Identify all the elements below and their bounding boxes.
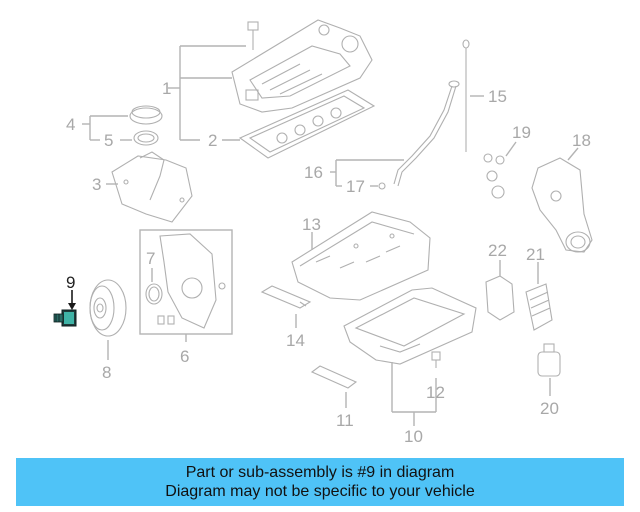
callout-22[interactable]: 22 — [488, 241, 507, 260]
callout-17[interactable]: 17 — [346, 177, 365, 196]
callout-12[interactable]: 12 — [426, 383, 445, 402]
callout-4[interactable]: 4 — [66, 115, 75, 134]
callout-2[interactable]: 2 — [208, 131, 217, 150]
callout-9[interactable]: 9 — [66, 273, 75, 292]
callout-8[interactable]: 8 — [102, 363, 111, 382]
callout-11[interactable]: 11 — [336, 411, 354, 430]
banner-line-1: Part or sub-assembly is #9 in diagram — [185, 464, 455, 481]
part-12-drain-plug — [431, 351, 441, 368]
part-6-lower-cover — [157, 233, 226, 329]
callout-13[interactable]: 13 — [302, 215, 321, 234]
leader-19 — [505, 141, 517, 157]
part-11-sealant — [310, 365, 358, 389]
part-21-filter — [525, 283, 553, 331]
callout-19[interactable]: 19 — [512, 123, 531, 142]
part-2-gasket — [238, 89, 376, 159]
callout-1[interactable]: 1 — [162, 79, 171, 98]
part-16-guide-tube — [393, 80, 460, 187]
callout-3[interactable]: 3 — [92, 175, 101, 194]
part-8-pulley — [89, 279, 127, 337]
part-1-bolt — [247, 21, 259, 50]
part-10-oil-pan — [343, 287, 477, 365]
callout-18[interactable]: 18 — [572, 131, 591, 150]
part-14-sealant — [260, 285, 312, 309]
leader-1-2 — [168, 45, 246, 141]
info-banner: Part or sub-assembly is #9 in diagram Di… — [16, 458, 624, 506]
part-5-seal — [133, 130, 159, 146]
part-18-filter-housing — [531, 157, 593, 253]
part-1-valve-cover — [231, 19, 373, 113]
leader-4-5 — [82, 115, 132, 141]
part-7-seal — [145, 283, 163, 305]
callout-16[interactable]: 16 — [304, 163, 323, 182]
part-19-orings — [483, 153, 505, 199]
leader-10-12 — [391, 362, 437, 426]
callout-6[interactable]: 6 — [180, 347, 189, 366]
part-22-bracket — [485, 275, 515, 321]
callout-20[interactable]: 20 — [540, 399, 559, 418]
callout-21[interactable]: 21 — [526, 245, 545, 264]
part-17-clip — [378, 182, 386, 190]
part-9-bolt — [53, 290, 77, 327]
callout-10[interactable]: 10 — [404, 427, 423, 446]
callout-7[interactable]: 7 — [146, 249, 155, 268]
part-3-front-cover — [111, 151, 193, 223]
banner-line-2: Diagram may not be specific to your vehi… — [165, 483, 475, 500]
callout-14[interactable]: 14 — [286, 331, 305, 350]
part-20-filter-cap — [537, 343, 561, 377]
callout-5[interactable]: 5 — [104, 131, 113, 150]
part-13-upper-pan — [291, 211, 431, 301]
part-4-oil-cap — [129, 105, 163, 125]
parts-diagram: 1 2 3 4 5 6 7 8 9 10 11 12 13 14 15 16 1… — [53, 19, 593, 446]
leader-18 — [567, 147, 579, 161]
leader-16-17 — [330, 159, 404, 187]
callout-15[interactable]: 15 — [488, 87, 507, 106]
part-15-dipstick — [462, 39, 470, 152]
